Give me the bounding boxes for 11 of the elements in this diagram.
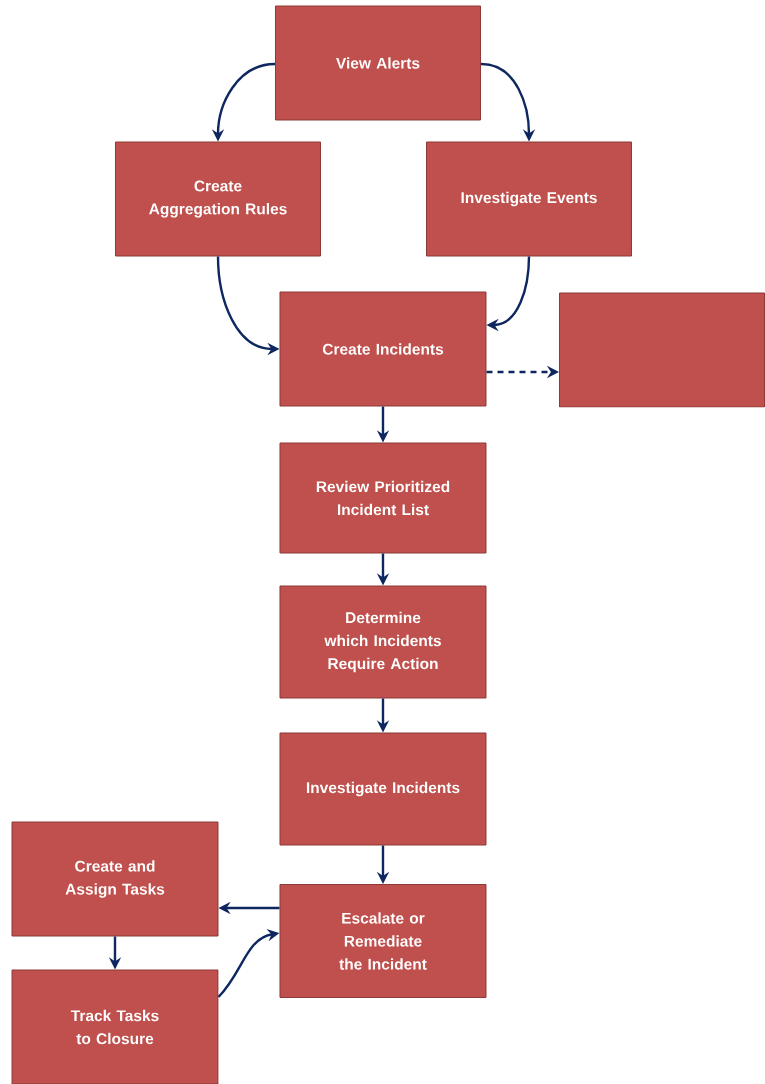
process-box: Create Aggregation Rules: [115, 141, 321, 257]
process-box: Review Prioritized Incident List: [279, 442, 487, 554]
process-box: Determine which Incidents Require Action: [279, 585, 487, 699]
process-box: Create and Assign Tasks: [11, 821, 219, 937]
process-box: Investigate Incidents: [279, 732, 487, 846]
process-box: Escalate or Remediate the Incident: [279, 884, 487, 998]
process-box: Create Incidents: [279, 291, 487, 407]
process-box: Investigate Events: [426, 141, 632, 257]
process-box: View Alerts: [275, 5, 481, 121]
process-box: [559, 292, 765, 408]
process-box: Track Tasks to Closure: [11, 969, 219, 1084]
